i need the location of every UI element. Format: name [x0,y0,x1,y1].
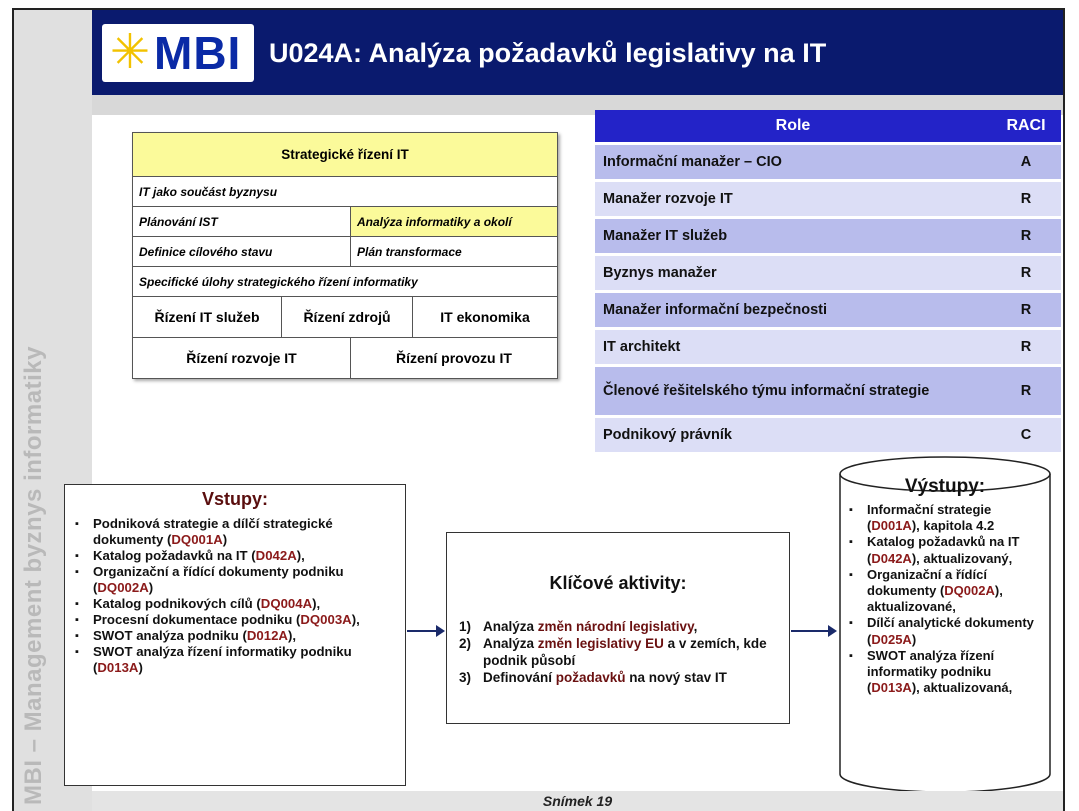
arrow-inputs-to-activities [407,625,445,637]
list-item: 2)Analýza změn legislativy EU a v zemích… [459,636,767,668]
list-item: Dílčí analytické dokumenty (D025A) [847,615,1043,647]
list-item: Organizační a řídící dokumenty podniku (… [73,564,397,596]
raci-cell: R [991,330,1061,364]
list-item: 1)Analýza změn národní legislativy, [459,619,698,634]
inputs-box: Vstupy: Podniková strategie a dílčí stra… [64,484,406,786]
role-cell: IT architekt [595,330,991,364]
slide-title: U024A: Analýza požadavků legislativy na … [269,38,827,68]
strategic-analysis: Analýza informatiky a okolí [350,207,557,236]
inputs-title: Vstupy: [201,489,268,509]
list-item: 3)Definování požadavků na nový stav IT [459,670,727,685]
outputs-content: Výstupy: Informační strategie (D001A), k… [839,474,1051,696]
sun-icon: ✳ [109,26,151,79]
strategic-row-4: Specifické úlohy strategického řízení in… [139,274,418,289]
raci-cell: R [991,182,1061,216]
role-cell: Manažer rozvoje IT [595,182,991,216]
strategic-resources: Řízení zdrojů [281,297,412,337]
role-cell: Byznys manažer [595,256,991,290]
role-cell: Manažer IT služeb [595,219,991,253]
strategic-diagram: Strategické řízení IT IT jako součást by… [132,132,558,379]
mbi-logo: ✳ MBI [102,24,254,82]
strategic-planning: Plánování IST [139,214,218,229]
list-item: Procesní dokumentace podniku (DQ003A), [73,612,397,628]
list-item: Podniková strategie a dílčí strategické … [73,516,397,548]
raci-cell: R [991,256,1061,290]
role-cell: Podnikový právník [595,418,991,452]
raci-cell: A [991,145,1061,179]
outputs-cylinder: Výstupy: Informační strategie (D001A), k… [839,456,1051,794]
list-item: Organizační a řídící dokumenty (DQ002A),… [847,567,1043,616]
strategic-development: Řízení rozvoje IT [186,350,297,366]
raci-cell: C [991,418,1061,452]
list-item: Katalog podnikových cílů (DQ004A), [73,596,397,612]
list-item: Informační strategie (D001A), kapitola 4… [847,502,1043,534]
inputs-list: Podniková strategie a dílčí strategické … [65,516,405,676]
sidebar-vertical-title: MBI – Management byznys informatiky [20,346,47,805]
outputs-title: Výstupy: [904,476,986,497]
key-activities-box: Klíčové aktivity: 1)Analýza změn národní… [446,532,790,724]
raci-cell: R [991,293,1061,327]
raci-cell: R [991,367,1061,415]
list-item: SWOT analýza podniku (D012A), [73,628,397,644]
slide: MBI – Management byznys informatiky ✳ MB… [12,8,1065,811]
list-item: SWOT analýza řízení informatiky podniku … [847,648,1043,697]
list-item: Katalog požadavků na IT (D042A), aktuali… [847,534,1043,566]
list-item: Katalog požadavků na IT (D042A), [73,548,397,564]
activities-list: 1)Analýza změn národní legislativy, 2)An… [447,618,789,686]
raci-header-role: Role [595,110,991,142]
key-activities-title: Klíčové aktivity: [549,573,687,593]
role-cell: Manažer informační bezpečnosti [595,293,991,327]
strategic-definition: Definice cílového stavu [139,244,273,259]
role-cell: Členové řešitelského týmu informační str… [595,367,991,415]
raci-cell: R [991,219,1061,253]
strategic-it-economics: IT ekonomika [412,297,557,337]
table-row: Členové řešitelského týmu informační str… [595,367,1061,415]
strategic-operations: Řízení provozu IT [350,338,557,378]
strategic-it-services: Řízení IT služeb [154,309,260,325]
strategic-row-1: IT jako součást byznysu [139,184,278,199]
logo-text: MBI [154,27,242,79]
arrow-activities-to-outputs [791,625,837,637]
strategic-transformation: Plán transformace [350,237,557,266]
slide-number: Snímek 19 [542,793,613,809]
bottom-bar: Snímek 19 [92,791,1063,811]
role-cell: Informační manažer – CIO [595,145,991,179]
outputs-list: Informační strategie (D001A), kapitola 4… [839,502,1051,696]
raci-header-raci: RACI [991,110,1061,142]
list-item: SWOT analýza řízení informatiky podniku … [73,644,397,676]
strategic-head: Strategické řízení IT [133,133,557,176]
